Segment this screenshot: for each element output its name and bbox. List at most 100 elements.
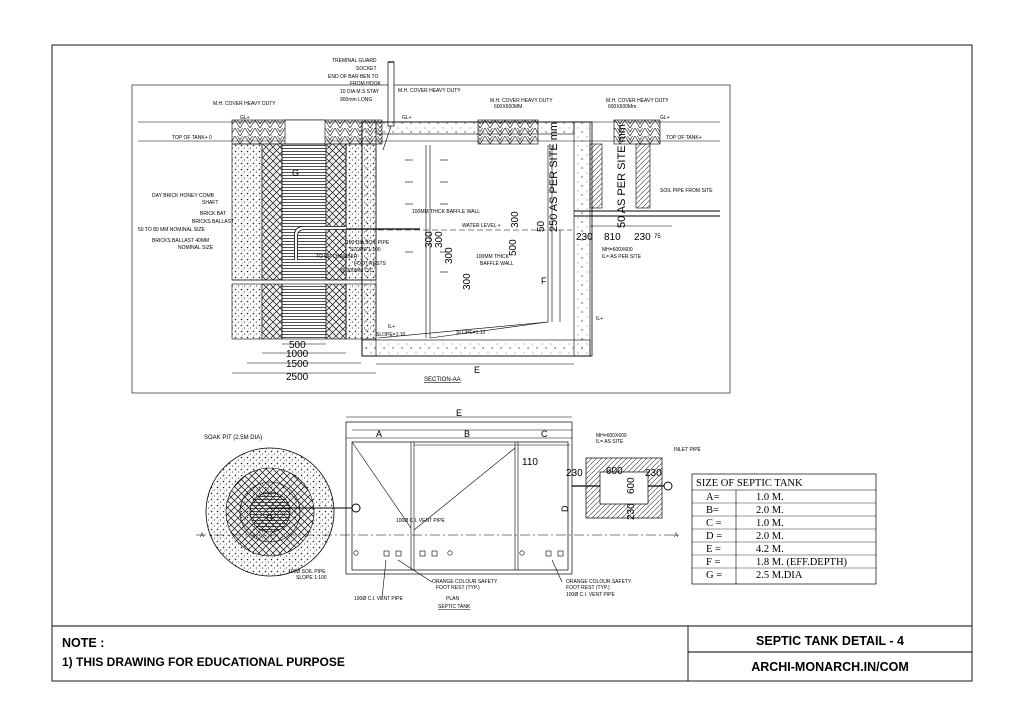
size-table-val-c: 1.0 M. [756,518,784,529]
plan-dim-110: 110 [522,457,538,468]
section-label-mh-600: MH=600X600 [602,247,633,253]
plan-label-foot-rest-1b: FOOT REST (TYP.) [436,585,480,591]
section-label-il-per-site: IL= AS PER SITE [602,254,642,260]
plan-label-g: G [266,513,273,523]
section-label-e: E [474,365,480,375]
section-label-honeycomb-1: DAY BRICK HONEY COMB [152,193,215,199]
section-frame [131,84,731,394]
sheet-border [51,44,973,682]
size-table-val-d: 2.0 M. [756,531,784,542]
section-label-bricks-ballast-3: BRICKS BALLAST 40MM [152,238,209,244]
section-label-gl-right: GL+ [660,115,670,121]
section-label-g: G [292,168,299,178]
plan-label-il: IL= AS SITE [596,439,624,445]
section-dim-300b: 300 [434,231,445,248]
section-label-terminal-guard: TREMINAL GUARD [332,58,377,64]
section-label-gl-left: GL+ [240,115,250,121]
size-table-val-b: 2.0 M. [756,505,784,516]
plan-dim-230c: 230 [626,503,637,520]
section-label-from-hook: FROM HOOK [350,81,381,87]
plan-label-inlet-pipe: INLET PIPE [674,447,702,453]
section-dim-500v: 500 [508,239,519,256]
section-label-soil-pipe-site: SOIL PIPE FROM SITE [660,188,713,194]
section-label-ms-long: 900mm LONG [340,97,372,103]
section-dim-230b: 230 [634,232,651,243]
section-label-baffle-2b: BAFFLE WALL [480,261,514,267]
size-table-val-a: 1.0 M. [756,492,784,503]
plan-label-a: A [376,429,382,439]
size-table-key-e: E = [706,544,721,555]
section-label-mh-size-2: 600X600Mm. [608,104,638,110]
plan-label-a-right: A [674,533,678,539]
section-label-il-1: IL+ [388,324,395,330]
section-label-foot-rests-1: FOOT RESTS [354,261,387,267]
section-label-top-tank-left: TOP OF TANK+ 0 [172,135,212,141]
plan-label-c: C [541,429,548,439]
plan-label-soil-pipe-1: 100Ø SOIL PIPE [288,569,326,575]
plan-view: SOAK PIT (2.5M DIA) G A A E A B C D 110 … [196,408,702,610]
section-dim-300a: 300 [424,231,435,248]
section-dim-300d: 300 [462,273,473,290]
plan-label-d: D [560,505,570,512]
plan-label-foot-rest-2b: FOOT REST (TYP.) [566,585,610,591]
plan-label-vent-pipe-left: 100Ø C.I. VENT PIPE [354,596,403,602]
section-dim-50: 50 [536,220,547,232]
size-table-key-d: D = [706,531,722,542]
size-table-val-e: 4.2 M. [756,544,784,555]
section-label-foot-rests-2: @ 300MM C/C [340,268,374,274]
plan-label-vent-pipe-right: 100Ø C.I. VENT PIPE [566,592,615,598]
plan-label-foot-rest-2a: ORANGE COLOUR SAFETY. [566,579,632,585]
plan-label-e: E [456,408,462,418]
section-label-bricks-ballast-1: BRICKS BALLAST [192,219,234,225]
septic-tank-section [346,119,593,365]
section-label-end-of-bar: END OF BAR BEN TO [328,74,378,80]
section-label-bricks-ballast-4: NOMINAL SIZE [178,245,214,251]
plan-label-vent-pipe-mid: 100Ø C.I. VENT PIPE [396,518,445,524]
section-label-soil-pipe-2: SLOPE 1:100 [350,247,381,253]
section-label-f: F [541,276,547,286]
section-dim-300e: 300 [510,211,521,228]
size-table-title: SIZE OF SEPTIC TANK [696,478,803,489]
section-label-gl-mid: GL+ [402,115,412,121]
size-table-val-g: 2.5 M.DIA [756,570,803,581]
website-label: ARCHI-MONARCH.IN/COM [751,660,909,674]
section-label-baffle-1: 100MM THICK BAFFLE WALL [412,209,480,215]
plan-label-caption-1: PLAN [446,596,459,602]
section-caption: SECTION-AA [424,377,461,383]
section-label-mh-cover-1: M.H. COVER HEAVY DUTY [213,101,276,107]
plan-label-mh: MH=600X600 [596,433,627,439]
section-label-slope-1: SLOPE=1:10 [376,332,406,338]
plan-dim-230b: 230 [645,468,662,479]
section-label-honeycomb-2: SHAFT [202,200,218,206]
section-label-il-2: IL+ [596,316,603,322]
septic-tank-plan [345,416,573,575]
section-label-ms-stay: 10 DIA M.S STAY [340,89,380,95]
section-label-bricks-ballast-2: 50 TO 80 MM NOMINAL SIZE [138,227,206,233]
section-dim-1000: 1000 [286,349,309,360]
vent-pipe-section [382,61,395,151]
plan-dim-600b: 600 [626,477,637,494]
size-table-val-f: 1.8 M. (EFF.DEPTH) [756,557,848,568]
section-label-mh-size-1: 600X600MM. [494,104,524,110]
sheet-title: SEPTIC TANK DETAIL - 4 [756,634,904,648]
inlet-chamber-section [574,119,720,227]
section-label-top-tank-right: TOP OF TANK+ [666,135,702,141]
plan-dim-230a: 230 [566,468,583,479]
section-dim-1500: 1500 [286,359,309,370]
section-label-as-per-site-2: 50 AS PER SITE mm [616,124,628,228]
plan-label-foot-rest-1a: ORANGE COLOUR SAFETY. [432,579,498,585]
section-dim-230: 230 [576,232,593,243]
section-label-to-chamber: TO UP CHAMBER [316,254,358,260]
section-label-socket: SOCKET [356,66,377,72]
inlet-chamber-plan [572,457,673,519]
section-label-soil-pipe-1: 100 DIA SOIL PIPE [346,240,390,246]
section-label-brick-bat: BRICK BAT [200,211,226,217]
section-dim-2500: 2500 [286,372,309,383]
section-dim-500: 500 [289,340,306,351]
size-table-key-f: F = [706,557,720,568]
title-block: NOTE : 1) THIS DRAWING FOR EDUCATIONAL P… [52,625,972,681]
note-line: 1) THIS DRAWING FOR EDUCATIONAL PURPOSE [62,655,345,669]
plan-dim-600a: 600 [606,466,623,477]
section-aa-view: TREMINAL GUARD SOCKET END OF BAR BEN TO … [131,58,731,394]
